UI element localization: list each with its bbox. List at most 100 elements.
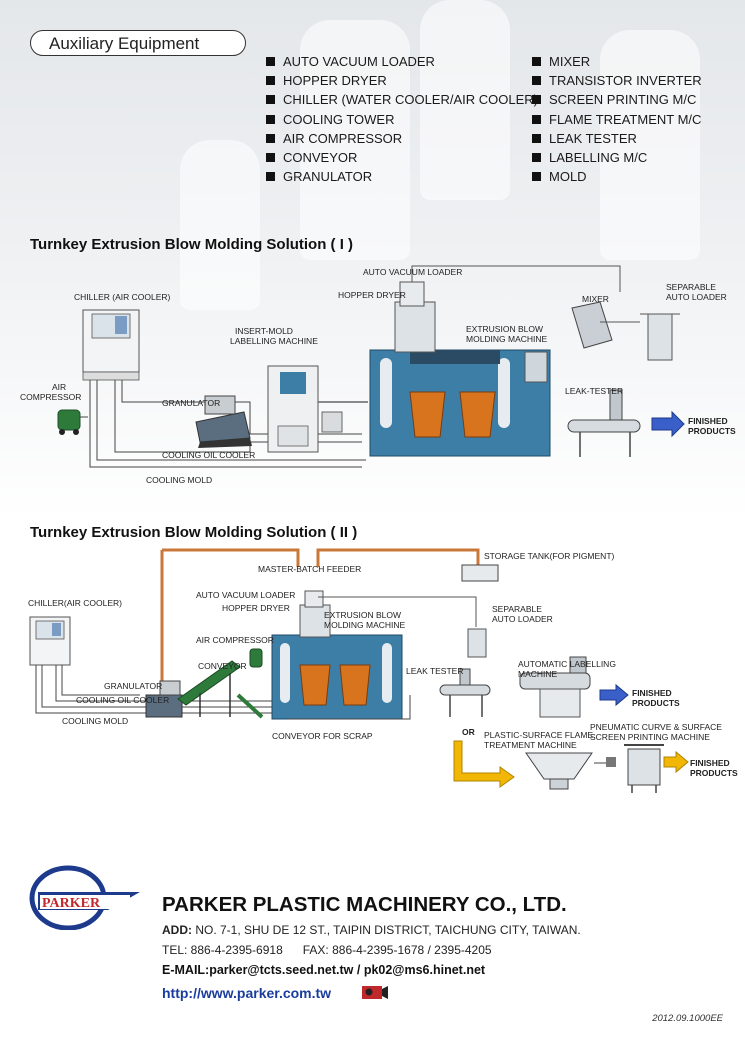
fax: FAX: 886-4-2395-1678 / 2395-4205 <box>302 943 492 957</box>
equipment-label: FLAME TREATMENT M/C <box>549 111 702 127</box>
bullet-square-icon <box>266 95 275 105</box>
website-link[interactable]: http://www.parker.com.tw <box>162 985 332 1001</box>
equipment-list-left: AUTO VACUUM LOADER HOPPER DRYER CHILLER (W… <box>266 52 538 186</box>
document-code: 2012.09.1000EE <box>652 1013 723 1024</box>
label-compressor: COMPRESSOR <box>20 392 82 402</box>
company-name: PARKER PLASTIC MACHINERY CO., LTD. <box>162 893 567 916</box>
label-products-two: PRODUCTS <box>690 768 738 778</box>
bullet-square-icon <box>266 57 275 66</box>
label-products: PRODUCTS <box>688 426 736 436</box>
label-flame-treatment: PLASTIC-SURFACE FLAME <box>484 730 594 740</box>
leak-tester-unit <box>439 684 491 696</box>
equipment-label: LABELLING M/C <box>549 150 648 166</box>
finished-products-arrow-two <box>663 750 689 774</box>
solution-one-title: Turnkey Extrusion Blow Molding Solution … <box>30 236 354 253</box>
label-auto-loader: AUTO LOADER <box>492 614 553 624</box>
equipment-item: AUTO VACUUM LOADER <box>266 52 538 71</box>
contact-email: E-MAIL:parker@tcts.seed.net.tw / pk02@ms… <box>162 963 486 977</box>
label-air-compressor: AIR COMPRESSOR <box>196 635 274 645</box>
equipment-label: CONVEYOR <box>283 150 358 166</box>
label-hopper-dryer: HOPPER DRYER <box>222 603 290 613</box>
bottle-silhouette <box>180 140 260 310</box>
equipment-item: CHILLER (WATER COOLER/AIR COOLER) <box>266 90 538 109</box>
finished-products-arrow <box>651 410 685 438</box>
bullet-square-icon <box>266 76 275 86</box>
bullet-square-icon <box>266 153 275 163</box>
parker-logo-text: PARKER <box>42 896 101 911</box>
conveyor-unit <box>177 660 241 706</box>
equipment-item: MIXER <box>532 52 702 71</box>
label-cooling-oil: COOLING OIL COOLER <box>76 695 170 705</box>
equipment-item: MOLD <box>532 167 702 186</box>
leak-tester-conveyor <box>567 419 641 433</box>
label-labelling-machine: LABELLING MACHINE <box>230 336 318 346</box>
bottle-silhouette <box>300 20 410 260</box>
extrusion-blow-molding-machine <box>271 634 403 720</box>
solution-two-title: Turnkey Extrusion Blow Molding Solution … <box>30 524 358 541</box>
bullet-square-icon <box>532 172 541 182</box>
label-conveyor-scrap: CONVEYOR FOR SCRAP <box>272 731 373 741</box>
bullet-square-icon <box>532 133 541 143</box>
label-finished: FINISHED <box>632 688 672 698</box>
equipment-item: AIR COMPRESSOR <box>266 129 538 148</box>
equipment-label: HOPPER DRYER <box>283 73 387 89</box>
flame-treatment-machine <box>525 752 593 780</box>
label-leak-tester: LEAK TESTER <box>406 666 464 676</box>
equipment-item: LABELLING M/C <box>532 148 702 167</box>
equipment-label: COOLING TOWER <box>283 111 395 127</box>
label-extrusion-blow: EXTRUSION BLOW <box>324 610 401 620</box>
label-master-batch: MASTER-BATCH FEEDER <box>258 564 362 574</box>
label-pneumatic-curve: PNEUMATIC CURVE & SURFACE <box>590 722 722 732</box>
label-finished-two: FINISHED <box>690 758 730 768</box>
label-auto-vacuum-loader: AUTO VACUUM LOADER <box>196 590 296 600</box>
label-products: PRODUCTS <box>632 698 680 708</box>
label-flame-treatment-machine: TREATMENT MACHINE <box>484 740 577 750</box>
bottle-silhouette <box>420 0 510 200</box>
label-extrusion-blow: EXTRUSION BLOW <box>466 324 543 334</box>
bullet-square-icon <box>532 114 541 124</box>
equipment-item: COOLING TOWER <box>266 110 538 129</box>
granulator-unit <box>195 411 251 443</box>
label-leak-tester: LEAK-TESTER <box>565 386 624 396</box>
company-address: ADD: NO. 7-1, SHU DE 12 ST., TAIPIN DIST… <box>162 923 581 937</box>
extrusion-blow-molding-machine <box>369 349 551 457</box>
label-storage-tank: STORAGE TANK(FOR PIGMENT) <box>484 551 615 561</box>
equipment-label: TRANSISTOR INVERTER <box>549 73 702 89</box>
air-compressor-unit <box>57 409 81 431</box>
screen-printing-machine <box>627 748 661 786</box>
storage-tank <box>461 564 499 582</box>
equipment-label: MOLD <box>549 169 587 185</box>
solution-one-diagram <box>57 265 685 468</box>
section-title-auxiliary: Auxiliary Equipment <box>30 30 246 56</box>
label-cooling-mold: COOLING MOLD <box>146 475 213 485</box>
label-molding-machine: MOLDING MACHINE <box>466 334 548 344</box>
equipment-label: GRANULATOR <box>283 169 373 185</box>
label-auto-loader: AUTO LOADER <box>666 292 727 302</box>
label-or: OR <box>462 727 475 737</box>
bottle-silhouette <box>600 30 700 260</box>
equipment-item: TRANSISTOR INVERTER <box>532 71 702 90</box>
label-automatic-labelling: AUTOMATIC LABELLING <box>518 659 616 669</box>
finished-products-arrow <box>599 683 629 707</box>
label-conveyor: CONVEYOR <box>198 661 247 671</box>
equipment-item: HOPPER DRYER <box>266 71 538 90</box>
or-arrow <box>453 740 515 788</box>
equipment-label: CHILLER (WATER COOLER/AIR COOLER) <box>283 92 538 108</box>
equipment-label: AUTO VACUUM LOADER <box>283 54 435 69</box>
mixer-unit <box>571 301 613 349</box>
bullet-square-icon <box>266 172 275 182</box>
label-cooling-mold: COOLING MOLD <box>62 716 129 726</box>
equipment-label: LEAK TESTER <box>549 130 637 146</box>
bullet-square-icon <box>532 95 541 105</box>
label-hopper-dryer: HOPPER DRYER <box>338 290 406 300</box>
camera-icon <box>362 986 388 999</box>
bullet-square-icon <box>266 114 275 124</box>
solution-two-diagram <box>29 548 689 793</box>
separable-auto-loader <box>647 313 673 361</box>
label-granulator: GRANULATOR <box>162 398 221 408</box>
address-value: NO. 7-1, SHU DE 12 ST., TAIPIN DISTRICT,… <box>192 923 581 937</box>
equipment-item: SCREEN PRINTING M/C <box>532 90 702 109</box>
bullet-square-icon <box>532 153 541 163</box>
